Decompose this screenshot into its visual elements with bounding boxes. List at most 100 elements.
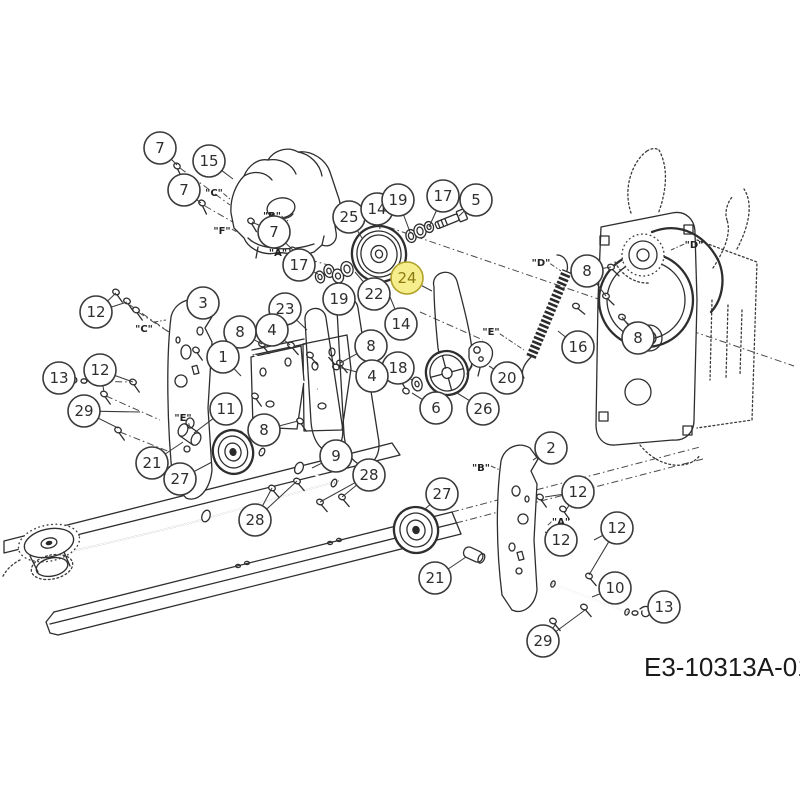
- svg-text:19: 19: [388, 191, 407, 209]
- callout-8[interactable]: 8: [247, 413, 281, 447]
- svg-text:15: 15: [199, 152, 218, 170]
- callout-27[interactable]: 27: [425, 477, 459, 511]
- svg-text:5: 5: [471, 191, 481, 209]
- callout-10[interactable]: 10: [598, 571, 632, 605]
- callout-4[interactable]: 4: [255, 313, 289, 347]
- callout-3[interactable]: 3: [186, 286, 220, 320]
- callout-leader-27: [423, 504, 431, 511]
- callout-11[interactable]: 11: [209, 392, 243, 426]
- callout-12[interactable]: 12: [79, 295, 113, 329]
- ref-label-leader: [223, 193, 231, 200]
- svg-text:8: 8: [582, 262, 592, 280]
- callout-leader-11: [193, 418, 214, 434]
- callout-leader-10: [591, 593, 601, 598]
- callout-leader-12: [111, 301, 128, 308]
- callout-12[interactable]: 12: [600, 511, 634, 545]
- callout-29[interactable]: 29: [526, 624, 560, 658]
- callout-leader-24: [420, 284, 433, 292]
- callout-leader-21: [164, 441, 184, 455]
- callout-15[interactable]: 15: [192, 144, 226, 178]
- axle-rod: [258, 447, 338, 488]
- callout-19[interactable]: 19: [322, 282, 356, 316]
- callout-12[interactable]: 12: [83, 353, 117, 387]
- callout-leader-7: [285, 242, 294, 251]
- callout-29[interactable]: 29: [67, 394, 101, 428]
- svg-text:4: 4: [267, 321, 277, 339]
- callout-28[interactable]: 28: [238, 503, 272, 537]
- callout-13[interactable]: 13: [42, 361, 76, 395]
- callout-leader-8: [339, 353, 358, 364]
- callout-13[interactable]: 13: [647, 590, 681, 624]
- callout-22[interactable]: 22: [357, 277, 391, 311]
- svg-text:29: 29: [533, 632, 552, 650]
- svg-text:16: 16: [568, 338, 587, 356]
- callout-16[interactable]: 16: [561, 330, 595, 364]
- callout-17[interactable]: 17: [282, 248, 316, 282]
- svg-text:13: 13: [49, 369, 68, 387]
- svg-text:19: 19: [329, 290, 348, 308]
- callout-12[interactable]: 12: [561, 475, 595, 509]
- svg-text:20: 20: [497, 369, 516, 387]
- callout-1[interactable]: 1: [206, 340, 240, 374]
- ref-label-A-10: "A": [552, 517, 570, 528]
- callout-leader-23: [296, 319, 308, 331]
- callout-leader-4: [283, 339, 291, 346]
- callout-24-highlighted[interactable]: 24: [390, 261, 424, 295]
- svg-text:3: 3: [198, 294, 208, 312]
- ref-label-C-4: "C": [135, 324, 153, 335]
- callout-27[interactable]: 27: [163, 462, 197, 496]
- callout-26[interactable]: 26: [466, 392, 500, 426]
- callout-leader-8: [621, 316, 629, 326]
- callout-6[interactable]: 6: [419, 391, 453, 425]
- callout-21[interactable]: 21: [418, 561, 452, 595]
- callout-5[interactable]: 5: [459, 183, 493, 217]
- callout-leader-12: [544, 493, 563, 498]
- callout-leader-12: [593, 534, 604, 541]
- svg-text:11: 11: [216, 400, 235, 418]
- callout-8[interactable]: 8: [570, 254, 604, 288]
- callout-9[interactable]: 9: [319, 439, 353, 473]
- svg-text:14: 14: [391, 315, 410, 333]
- svg-text:12: 12: [86, 303, 105, 321]
- svg-text:13: 13: [654, 598, 673, 616]
- callout-leader-29: [99, 410, 141, 413]
- callout-4[interactable]: 4: [355, 359, 389, 393]
- svg-text:9: 9: [331, 447, 341, 465]
- callout-14[interactable]: 14: [384, 307, 418, 341]
- callout-leader-27: [193, 461, 213, 472]
- svg-text:14: 14: [367, 200, 386, 218]
- svg-text:12: 12: [90, 361, 109, 379]
- callout-12[interactable]: 12: [544, 523, 578, 557]
- ref-label-leader: [153, 319, 167, 323]
- callout-7[interactable]: 7: [143, 131, 177, 165]
- callout-25[interactable]: 25: [332, 200, 366, 234]
- callout-leader-28: [266, 480, 298, 510]
- callout-leader-8: [253, 339, 263, 345]
- callout-leader-20: [488, 365, 494, 370]
- callout-7[interactable]: 7: [257, 215, 291, 249]
- callout-8[interactable]: 8: [354, 329, 388, 363]
- callout-leader-19: [403, 214, 411, 233]
- svg-text:8: 8: [366, 337, 376, 355]
- callout-leader-28: [319, 482, 356, 503]
- callout-8[interactable]: 8: [621, 321, 655, 355]
- callout-7[interactable]: 7: [167, 173, 201, 207]
- callout-leader-12: [107, 292, 117, 302]
- callout-21[interactable]: 21: [135, 446, 169, 480]
- callout-8[interactable]: 8: [223, 315, 257, 349]
- callout-2[interactable]: 2: [534, 431, 568, 465]
- callout-leader-8: [602, 266, 612, 269]
- right-frame-plate: [496, 444, 539, 612]
- chain-sprocket: [1, 523, 81, 581]
- callout-17[interactable]: 17: [426, 179, 460, 213]
- callout-leader-8: [279, 420, 299, 427]
- callout-leader-29: [98, 417, 119, 429]
- svg-text:8: 8: [259, 421, 269, 439]
- callout-leader-16: [557, 330, 566, 338]
- callout-19[interactable]: 19: [381, 183, 415, 217]
- callout-20[interactable]: 20: [490, 361, 524, 395]
- callout-leader-29: [555, 609, 586, 632]
- ref-label-leader: [231, 228, 240, 234]
- callout-28[interactable]: 28: [352, 458, 386, 492]
- ref-label-B-9: "B": [472, 463, 490, 474]
